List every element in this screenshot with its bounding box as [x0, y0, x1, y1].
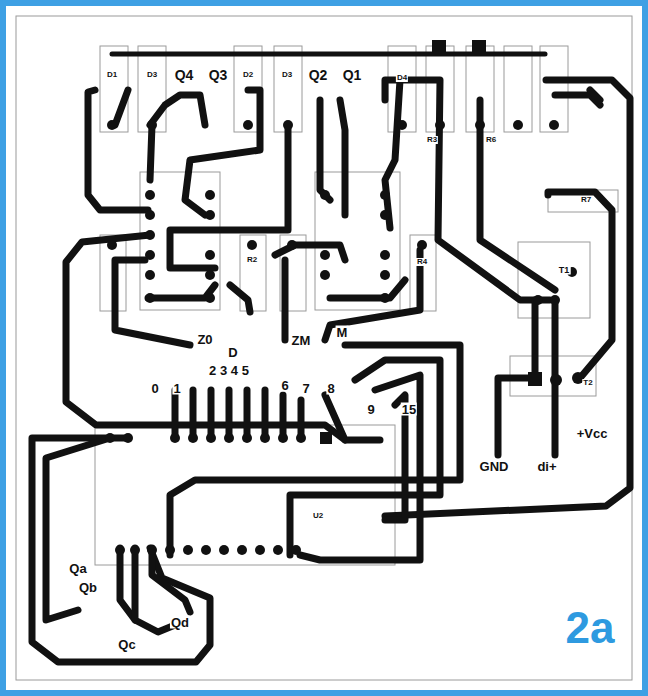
part-name: R3	[426, 136, 438, 144]
pin-number: 8	[326, 382, 335, 395]
figure-number: 2a	[565, 606, 616, 650]
part-name: D4	[396, 74, 408, 82]
pin-number: 6	[280, 379, 289, 392]
pin-name: Qc	[117, 638, 136, 651]
part-name: Q3	[208, 68, 229, 82]
pin-number: 15	[401, 403, 417, 416]
frame	[3, 3, 645, 693]
part-name: D1	[106, 71, 118, 79]
part-name: Q2	[308, 68, 329, 82]
signal-name: di+	[536, 460, 557, 473]
board-edge	[16, 16, 632, 680]
part-name: D3	[281, 71, 293, 79]
copper-traces	[32, 54, 630, 662]
part-name: R7	[580, 196, 592, 204]
part-name: T1	[558, 266, 571, 275]
pin-number: 1	[172, 382, 181, 395]
signal-name: +Vcc	[576, 427, 609, 440]
part-name: T2	[582, 379, 593, 387]
pin-name: Qa	[68, 562, 87, 575]
part-name: D3	[146, 71, 158, 79]
solder-pads	[105, 40, 584, 555]
part-name: R6	[485, 136, 497, 144]
pin-name: Qd	[170, 616, 190, 629]
pin-number: 7	[301, 382, 310, 395]
pin-name: M	[336, 326, 349, 339]
pin-name: Z0	[196, 333, 213, 346]
part-name: R2	[246, 256, 258, 264]
pin-number: 0	[150, 382, 159, 395]
pin-name: D	[227, 346, 238, 359]
part-name: Q1	[342, 68, 363, 82]
pin-number: 2 3 4 5	[208, 364, 250, 377]
pin-number: 9	[366, 403, 375, 416]
part-name: Q4	[174, 68, 195, 82]
part-name: R4	[416, 258, 428, 266]
part-name: D2	[242, 71, 254, 79]
pin-name: Qb	[78, 581, 98, 594]
component-outlines	[95, 46, 618, 565]
part-name: U2	[312, 512, 324, 520]
signal-name: GND	[479, 460, 510, 473]
pin-name: ZM	[291, 334, 312, 347]
